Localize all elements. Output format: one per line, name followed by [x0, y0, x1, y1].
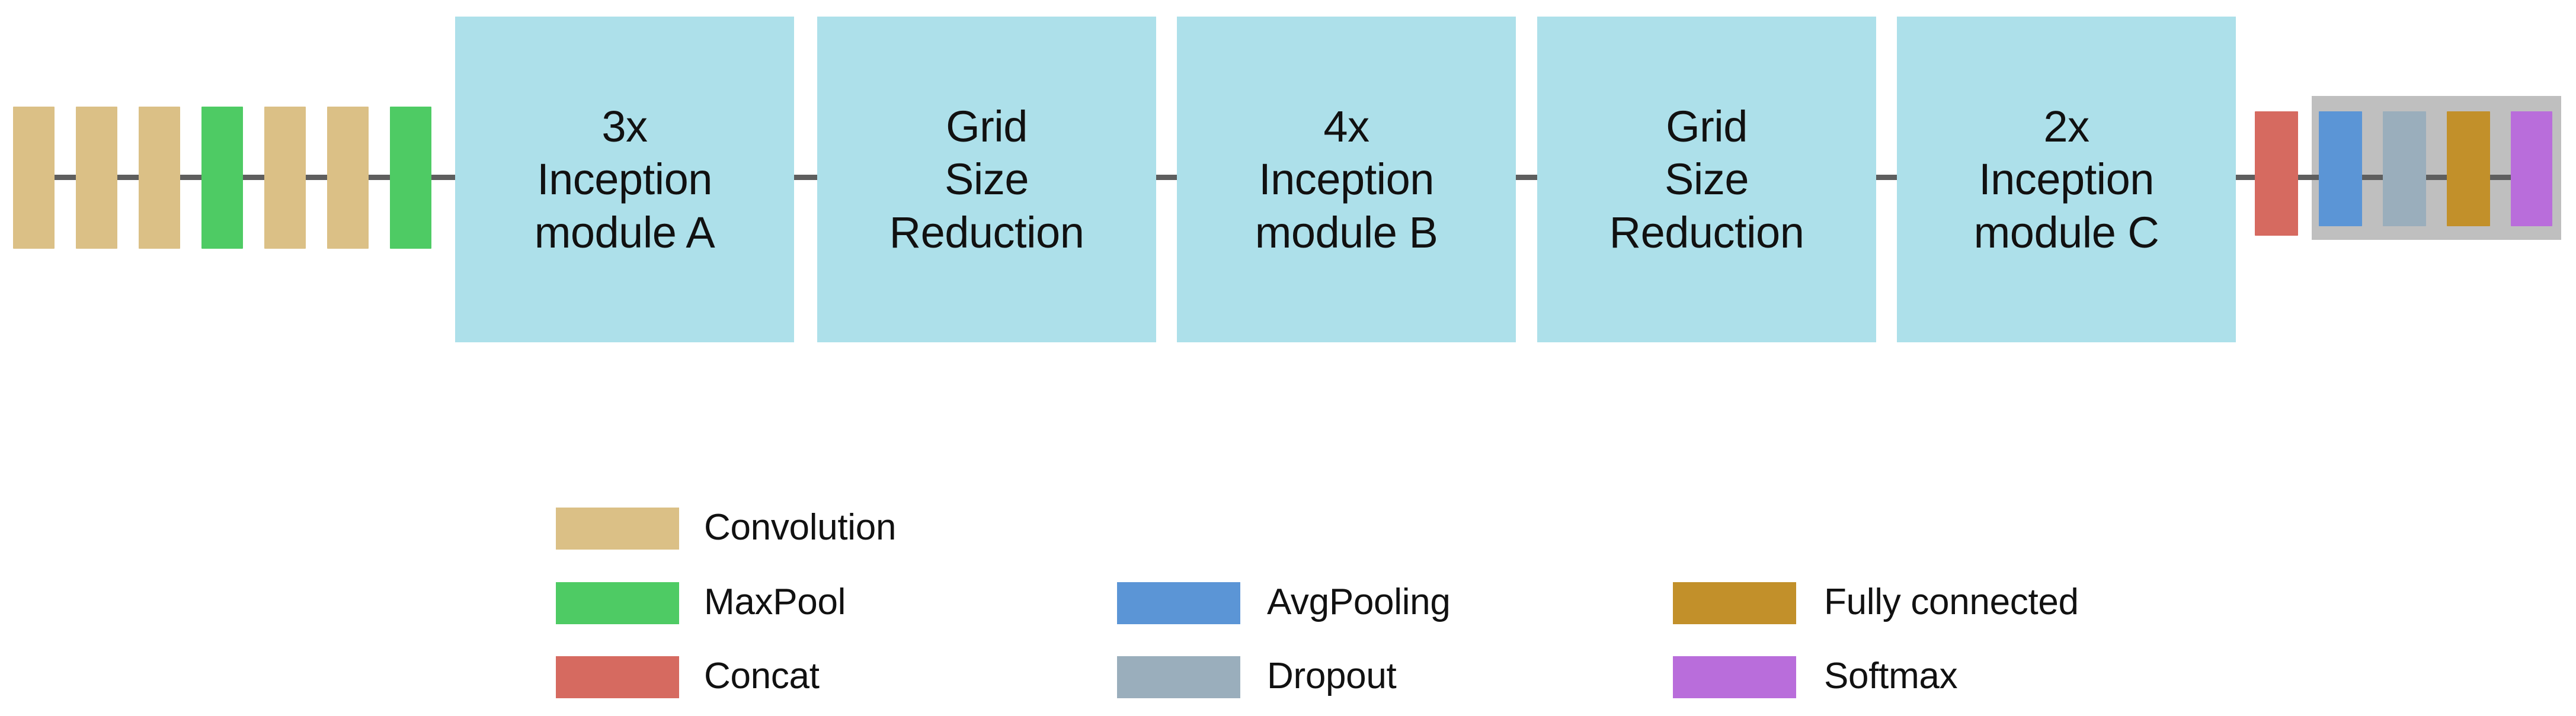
- connector-line: [180, 175, 201, 180]
- stem-bar-convolution-5: [264, 107, 306, 249]
- tail-bar-avgpooling: [2319, 111, 2362, 226]
- legend-label-maxpool: MaxPool: [704, 582, 846, 622]
- connector-line: [1516, 175, 1537, 180]
- stem-bar-convolution-3: [139, 107, 180, 249]
- block-label: Grid Size Reduction: [1609, 101, 1804, 257]
- legend-label-avgpooling: AvgPooling: [1267, 582, 1451, 622]
- block-label: 2x Inception module C: [1973, 101, 2159, 257]
- stem-bar-maxpool-7: [390, 107, 431, 249]
- legend-swatch-concat: [556, 656, 679, 698]
- connector-line: [2362, 175, 2383, 180]
- tail-bar-softmax: [2511, 111, 2552, 226]
- legend-swatch-avgpooling: [1117, 582, 1240, 624]
- tail-bar-concat: [2255, 111, 2298, 236]
- legend-label-convolution: Convolution: [704, 507, 897, 548]
- legend-label-softmax: Softmax: [1824, 656, 1958, 696]
- connector-line: [306, 175, 327, 180]
- block-label: 3x Inception module A: [534, 101, 715, 257]
- legend-swatch-dropout: [1117, 656, 1240, 698]
- tail-bar-fully_connected: [2447, 111, 2490, 226]
- block-label: 4x Inception module B: [1255, 101, 1438, 257]
- block-inception-b[interactable]: 4x Inception module B: [1177, 17, 1516, 342]
- connector-line: [2490, 175, 2511, 180]
- block-inception-c[interactable]: 2x Inception module C: [1897, 17, 2236, 342]
- connector-line: [1876, 175, 1897, 180]
- connector-line: [243, 175, 264, 180]
- connector-line: [2236, 175, 2255, 180]
- stem-bar-convolution-6: [327, 107, 369, 249]
- legend-label-dropout: Dropout: [1267, 656, 1397, 696]
- connector-line: [369, 175, 390, 180]
- connector-line: [1156, 175, 1177, 180]
- tail-bar-dropout: [2383, 111, 2426, 226]
- legend-swatch-convolution: [556, 508, 679, 550]
- block-grid-reduction-1[interactable]: Grid Size Reduction: [817, 17, 1156, 342]
- connector-line: [55, 175, 76, 180]
- connector-line: [794, 175, 817, 180]
- connector-line: [431, 175, 455, 180]
- block-inception-a[interactable]: 3x Inception module A: [455, 17, 794, 342]
- stem-bar-convolution-2: [76, 107, 117, 249]
- block-grid-reduction-2[interactable]: Grid Size Reduction: [1537, 17, 1876, 342]
- legend-label-concat: Concat: [704, 656, 820, 696]
- legend-swatch-maxpool: [556, 582, 679, 624]
- stem-bar-convolution-1: [13, 107, 55, 249]
- connector-line: [2298, 175, 2319, 180]
- legend-label-fully-connected: Fully connected: [1824, 582, 2079, 622]
- block-label: Grid Size Reduction: [889, 101, 1084, 257]
- connector-line: [117, 175, 139, 180]
- connector-line: [2426, 175, 2447, 180]
- stem-bar-maxpool-4: [201, 107, 243, 249]
- legend-swatch-fully-connected: [1673, 582, 1796, 624]
- legend-swatch-softmax: [1673, 656, 1796, 698]
